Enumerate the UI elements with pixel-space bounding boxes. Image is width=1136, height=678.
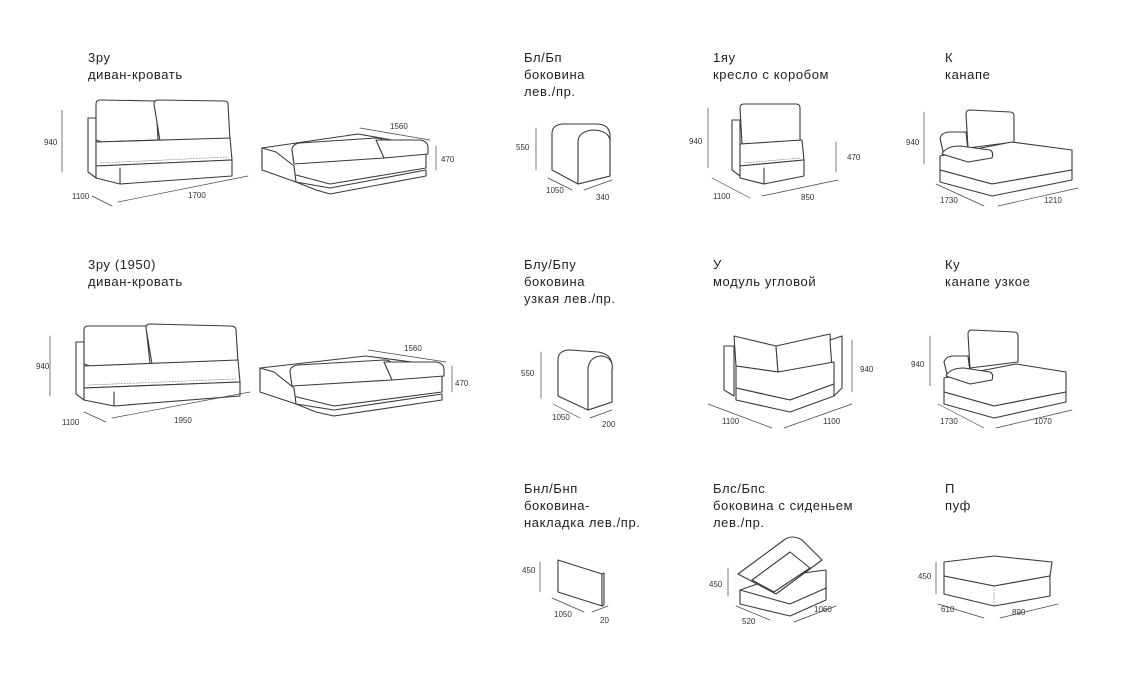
dim-label: 1210 <box>1044 196 1062 205</box>
module-name-2: лев./пр. <box>713 515 765 530</box>
dim-label: 20 <box>600 616 609 625</box>
dim-label: 890 <box>1012 608 1026 617</box>
dim-label: 940 <box>36 362 50 371</box>
title-p: П пуф <box>945 480 971 514</box>
dim-label: 940 <box>860 365 874 374</box>
module-name-2: узкая лев./пр. <box>524 291 616 306</box>
dim-label: 610 <box>941 605 955 614</box>
module-name: кресло с коробом <box>713 67 830 82</box>
dim-label: 1730 <box>940 196 958 205</box>
sofa-zru1950-drawing <box>49 323 251 423</box>
module-name: канапе <box>945 67 991 82</box>
canape-k-drawing <box>923 109 1079 207</box>
dim-label: 450 <box>522 566 536 575</box>
module-name: боковина с сиденьем <box>713 498 854 513</box>
dim-label: 470 <box>441 155 455 164</box>
title-blu: Блу/Бпу боковина узкая лев./пр. <box>524 256 616 307</box>
dim-label: 550 <box>521 369 535 378</box>
dim-label: 1730 <box>940 417 958 426</box>
dim-label: 1100 <box>713 192 731 201</box>
armchair-1yau-drawing <box>707 103 839 199</box>
bed-zru1950-drawing <box>259 349 453 417</box>
dim-label: 520 <box>742 617 756 626</box>
title-zru: 3ру диван-кровать <box>88 49 183 83</box>
dim-label: 1100 <box>823 417 841 426</box>
dim-label: 1050 <box>554 610 572 619</box>
module-code: 3ру <box>88 50 111 65</box>
title-1yau: 1яу кресло с коробом <box>713 49 829 83</box>
corner-u-drawing <box>707 333 853 429</box>
title-ku: Ку канапе узкое <box>945 256 1030 290</box>
dim-label: 1050 <box>546 186 564 195</box>
sofa-zru-drawing <box>61 99 249 207</box>
module-name-2: лев./пр. <box>524 84 576 99</box>
dim-label: 940 <box>911 360 925 369</box>
panel-bnl-drawing <box>539 559 609 613</box>
module-name: канапе узкое <box>945 274 1031 289</box>
module-code: К <box>945 50 954 65</box>
title-u: У модуль угловой <box>713 256 816 290</box>
title-bnl: Бнл/Бнп боковина- накладка лев./пр. <box>524 480 641 531</box>
dim-label: 550 <box>516 143 530 152</box>
dim-label: 1560 <box>390 122 408 131</box>
dim-label: 1560 <box>404 344 422 353</box>
dim-label: 1950 <box>174 416 192 425</box>
module-name-2: накладка лев./пр. <box>524 515 641 530</box>
module-code: П <box>945 481 955 496</box>
dim-label: 1100 <box>722 417 740 426</box>
module-name: боковина <box>524 67 586 82</box>
dim-label: 1100 <box>62 418 80 427</box>
dim-label: 1050 <box>552 413 570 422</box>
module-code: Бнл/Бнп <box>524 481 578 496</box>
dim-label: 450 <box>918 572 932 581</box>
module-code: У <box>713 257 722 272</box>
module-name: пуф <box>945 498 971 513</box>
dim-label: 470 <box>847 153 861 162</box>
dim-label: 470 <box>455 379 469 388</box>
dim-label: 1060 <box>814 605 832 614</box>
module-name: диван-кровать <box>88 67 183 82</box>
module-code: Ку <box>945 257 961 272</box>
module-code: Блс/Бпс <box>713 481 766 496</box>
module-code: 3ру (1950) <box>88 257 157 272</box>
dim-label: 340 <box>596 193 610 202</box>
dim-label: 940 <box>689 137 703 146</box>
title-bls: Блс/Бпс боковина с сиденьем лев./пр. <box>713 480 853 531</box>
dim-label: 200 <box>602 420 616 429</box>
pouf-p-drawing <box>935 555 1059 619</box>
dim-label: 450 <box>709 580 723 589</box>
dim-label: 1700 <box>188 191 206 200</box>
dim-label: 850 <box>801 193 815 202</box>
module-name: боковина- <box>524 498 591 513</box>
armrest-bl-drawing <box>535 123 613 191</box>
module-name: диван-кровать <box>88 274 183 289</box>
module-code: 1яу <box>713 50 736 65</box>
module-code: Бл/Бп <box>524 50 563 65</box>
bed-zru-drawing <box>261 127 437 195</box>
canape-ku-drawing <box>929 329 1073 429</box>
dim-label: 940 <box>44 138 58 147</box>
armrest-blu-drawing <box>540 349 613 419</box>
module-name: боковина <box>524 274 586 289</box>
dim-label: 940 <box>906 138 920 147</box>
title-bl: Бл/Бп боковина лев./пр. <box>524 49 585 100</box>
module-name: модуль угловой <box>713 274 817 289</box>
title-zru1950: 3ру (1950) диван-кровать <box>88 256 183 290</box>
module-code: Блу/Бпу <box>524 257 577 272</box>
dim-label: 1070 <box>1034 417 1052 426</box>
armrest-bls-drawing <box>727 536 837 623</box>
title-k: К канапе <box>945 49 990 83</box>
dim-label: 1100 <box>72 192 90 201</box>
